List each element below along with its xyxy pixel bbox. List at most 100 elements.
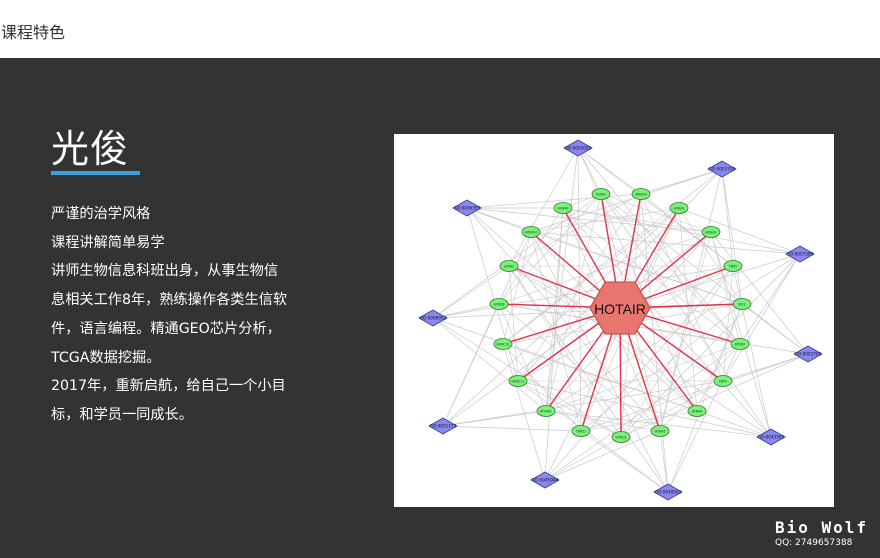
gene-node bbox=[701, 226, 721, 238]
gene-node bbox=[669, 202, 689, 214]
gene-gene-edge bbox=[640, 193, 734, 267]
term-gene-edge bbox=[721, 168, 743, 305]
go-term-node bbox=[563, 139, 593, 157]
go-term-label: GO:0009952 bbox=[420, 316, 447, 321]
term-gene-edge bbox=[544, 436, 622, 481]
hotair-node bbox=[589, 281, 651, 335]
gene-label: HOXC9 bbox=[616, 436, 627, 440]
term-gene-edge bbox=[466, 207, 532, 233]
term-gene-edge bbox=[466, 207, 698, 412]
gene-gene-edge bbox=[502, 231, 532, 345]
gene-label: GATA2 bbox=[504, 265, 514, 269]
gene-node bbox=[536, 405, 556, 417]
term-gene-edge bbox=[530, 231, 669, 493]
term-gene-edge bbox=[432, 193, 602, 319]
term-gene-edge bbox=[710, 231, 809, 355]
gene-label: HOXC8 bbox=[494, 303, 505, 307]
term-gene-edge bbox=[562, 207, 801, 255]
gene-node bbox=[499, 260, 519, 272]
term-gene-edge bbox=[739, 253, 801, 345]
gene-label: SIX1 bbox=[738, 303, 745, 307]
gene-gene-edge bbox=[659, 343, 741, 432]
term-gene-edge bbox=[696, 410, 772, 438]
go-term-node bbox=[452, 199, 482, 217]
term-gene-edge bbox=[678, 207, 801, 255]
term-gene-edge bbox=[530, 168, 723, 233]
gene-label: TRPS1 bbox=[575, 430, 586, 434]
term-gene-edge bbox=[432, 317, 547, 412]
go-term-label: GO:0048562 bbox=[655, 490, 682, 495]
gene-gene-edge bbox=[562, 207, 741, 345]
gene-gene-edge bbox=[517, 193, 642, 382]
gene-gene-edge bbox=[530, 231, 582, 432]
gene-node bbox=[650, 425, 670, 437]
term-gene-edge bbox=[667, 343, 741, 493]
term-gene-edge bbox=[580, 353, 809, 432]
term-gene-edge bbox=[544, 207, 680, 481]
gene-gene-edge bbox=[600, 193, 712, 233]
gene-node bbox=[713, 375, 733, 387]
term-gene-edge bbox=[600, 193, 772, 438]
gene-label: NFIA bbox=[719, 380, 727, 384]
gene-gene-edge bbox=[562, 207, 712, 233]
gene-label: TBX5 bbox=[728, 265, 737, 269]
gene-label: HOXA9 bbox=[557, 207, 568, 211]
term-gene-edge bbox=[432, 265, 510, 319]
term-gene-edge bbox=[502, 168, 723, 345]
gene-gene-edge bbox=[696, 303, 743, 412]
gene-label: HOXA1 bbox=[673, 207, 684, 211]
go-term-node bbox=[793, 345, 823, 363]
gene-gene-edge bbox=[502, 207, 680, 345]
go-term-label: GO:0043565 bbox=[758, 435, 785, 440]
go-term-label: GO:0006355 bbox=[454, 206, 481, 211]
gene-gene-edge bbox=[659, 231, 712, 432]
gene-gene-edge bbox=[710, 231, 741, 345]
term-gene-edge bbox=[732, 265, 772, 438]
gene-gene-edge bbox=[545, 207, 564, 412]
term-gene-edge bbox=[544, 207, 564, 481]
go-term-node bbox=[530, 471, 560, 489]
term-gene-edge bbox=[432, 265, 734, 319]
gene-gene-edge bbox=[498, 303, 661, 432]
go-term-label: GO:0003700 bbox=[709, 167, 736, 172]
gene-node bbox=[493, 338, 513, 350]
header-bar: 课程特色 bbox=[0, 0, 880, 58]
logo-qq: QQ: 2749657388 bbox=[775, 538, 853, 548]
hotair-label: HOTAIR bbox=[594, 301, 646, 317]
gene-gene-edge bbox=[508, 265, 519, 382]
go-term-node bbox=[418, 309, 448, 327]
go-term-node bbox=[707, 160, 737, 178]
go-term-label: GO:0003700 bbox=[795, 352, 822, 357]
go-term-label: GO:0007389 bbox=[787, 252, 814, 257]
term-gene-edge bbox=[466, 207, 743, 305]
description-line: TCGA数据挖掘。 bbox=[51, 349, 161, 366]
gene-gene-edge bbox=[508, 265, 622, 438]
gene-gene-edge bbox=[498, 231, 712, 305]
term-gene-edge bbox=[442, 410, 547, 427]
teacher-name: 光俊 bbox=[51, 127, 130, 171]
gene-label: HOXA3 bbox=[705, 231, 716, 235]
gene-label: ZFHX4 bbox=[692, 410, 703, 414]
term-gene-edge bbox=[544, 430, 661, 481]
gene-gene-edge bbox=[502, 343, 698, 412]
gene-node bbox=[687, 405, 707, 417]
term-gene-edge bbox=[508, 265, 669, 493]
term-gene-edge bbox=[710, 231, 772, 438]
go-term-node bbox=[428, 417, 458, 435]
term-gene-edge bbox=[545, 147, 579, 412]
term-gene-edge bbox=[442, 425, 582, 432]
content-panel: 光俊 严谨的治学风格 课程讲解简单易学 讲师生物信息科班出身，从事生物信 息相关… bbox=[0, 58, 880, 558]
gene-label: HOXC11 bbox=[512, 380, 525, 384]
gene-gene-edge bbox=[640, 193, 724, 382]
term-gene-edge bbox=[577, 147, 582, 432]
gene-node bbox=[730, 338, 750, 350]
term-gene-edge bbox=[722, 253, 801, 382]
gene-gene-edge bbox=[620, 380, 724, 438]
gene-gene-edge bbox=[600, 193, 741, 345]
go-term-node bbox=[785, 245, 815, 263]
gene-gene-edge bbox=[498, 303, 547, 412]
gene-label: HOXA5 bbox=[654, 430, 665, 434]
name-underline bbox=[51, 171, 140, 175]
term-gene-edge bbox=[667, 303, 743, 493]
